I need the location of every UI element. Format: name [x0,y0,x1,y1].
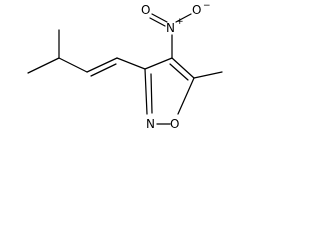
ring-bond-c4-c5 [171,57,195,79]
structure-canvas: N + O O − N O [0,0,242,141]
chain-bond-ca-cb [86,57,118,73]
isoxazole-structure-diagram: N + O O − N O [27,1,223,131]
ring-bond-n2-c3-double [150,73,153,114]
chain-bond-ca-cb-double [90,63,117,77]
nitro-oxygen-top-label: O [141,3,150,17]
nitro-oxygen-charge: − [203,1,211,11]
chain-bond-cb-cc [58,57,88,73]
ring-oxygen-label: O [170,117,179,131]
nitro-oxygen-right-label: O [192,3,201,17]
chain-bond-c3-ca [116,57,146,70]
nitro-nitrogen-charge: + [176,17,184,27]
ring-bond-c3-c4 [144,57,173,70]
nitro-n-o-right-bond [175,13,192,23]
nitro-n-o-top-bond [151,13,168,23]
methyl-bond [193,71,223,79]
nitro-nitrogen-label: N [166,21,175,35]
ring-bond-c5-o1 [177,77,195,115]
chain-bond-cc-methyl-down [27,57,60,74]
ring-bond-n2-c3 [144,68,148,115]
ring-bond-c4-c5-double [169,63,189,81]
ring-nitrogen-label: N [146,117,155,131]
nitro-n-o-top-double [149,17,166,27]
